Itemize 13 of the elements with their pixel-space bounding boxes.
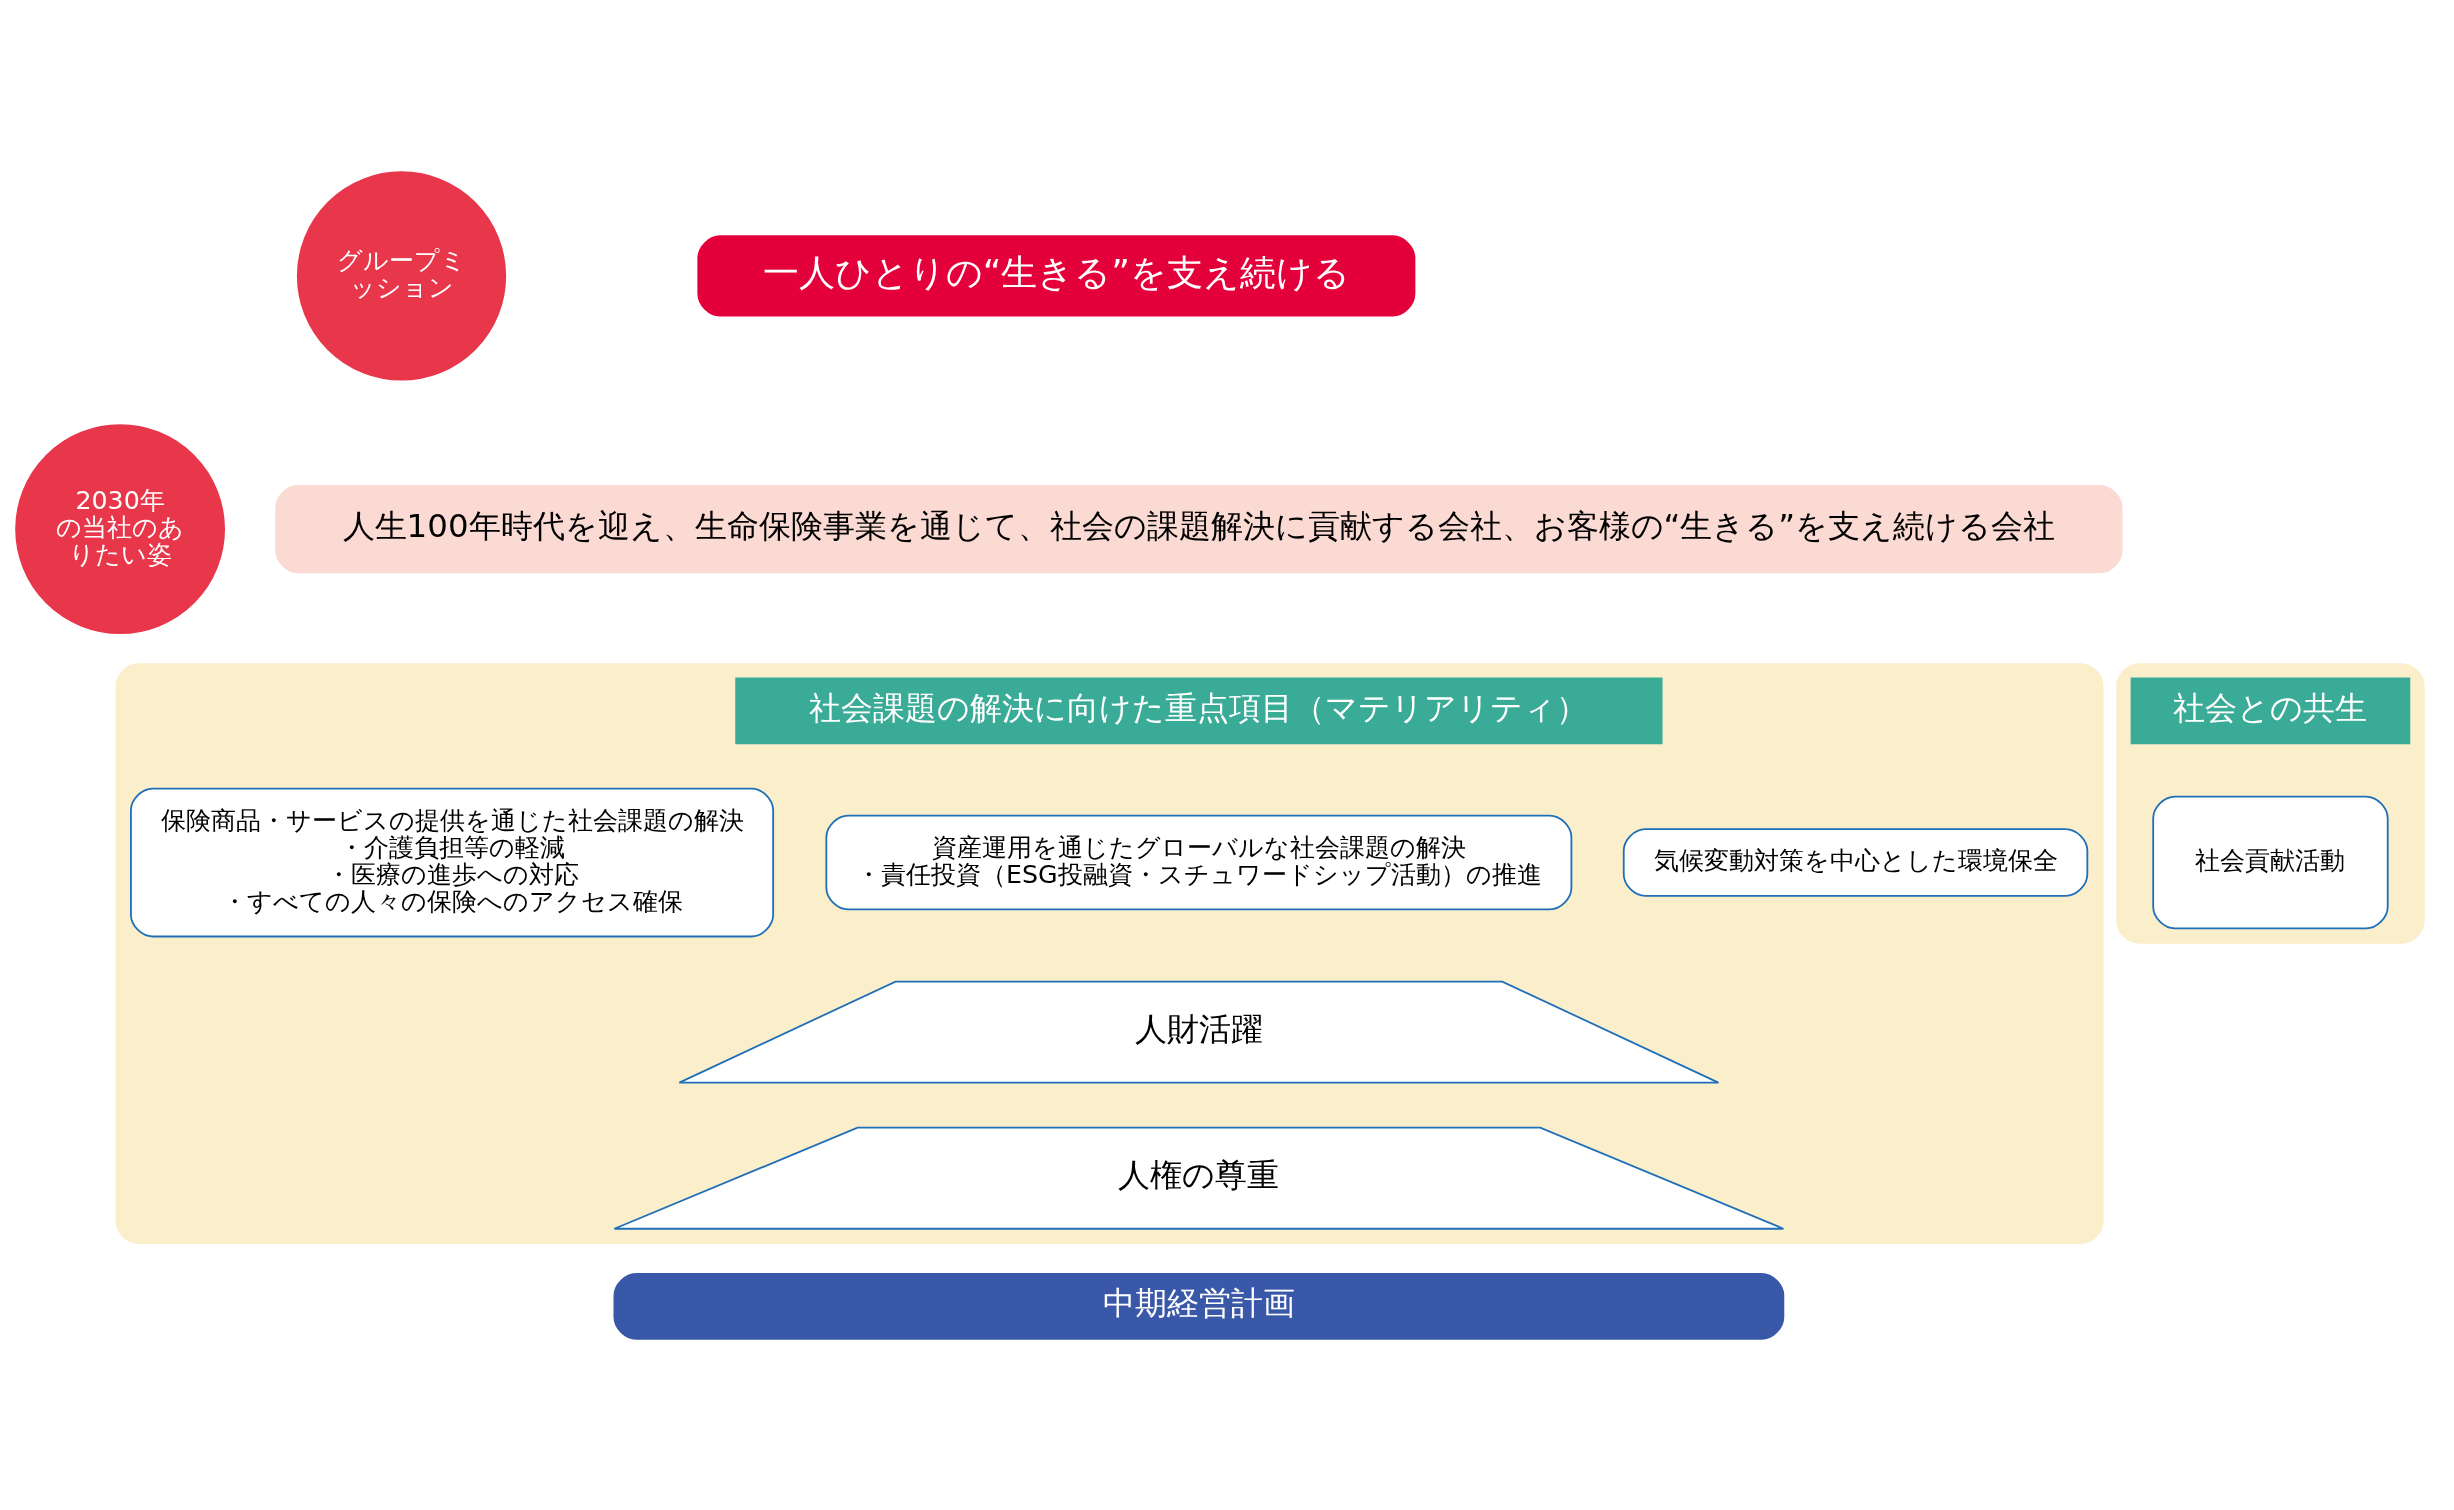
node-box: 人生100年時代を迎え、生命保険事業を通じて、社会の課題解決に貢献する会社、お客様の“生きる”を支え続ける会社 [275,484,2123,573]
node-circle: 2030年の当社のありたい姿 [15,423,225,634]
node-box: 資産運用を通じたグローバルな社会課題の解決 ・責任投資（ESG投融資・スチュワードシップ活動）の推進 [825,814,1573,910]
cluster [2116,662,2425,944]
node-box: 社会課題の解決に向けた重点項目（マテリアリティ） [735,677,1663,744]
node-box: 中期経営計画 [613,1272,1785,1340]
node-box: 気候変動対策を中心とした環境保全 [1622,827,2089,897]
node-box: 社会貢献活動 [2152,795,2389,929]
cluster [115,662,2104,1244]
node-circle: グループミッション [296,170,507,381]
node-box: 一人ひとりの“生きる”を支え続ける [697,234,1416,317]
node-box: 社会との共生 [2130,677,2411,744]
node-box: 保険商品・サービスの提供を通じた社会課題の解決 ・介護負担等の軽減 ・医療の進歩への対応 ・すべての人々の保険へのアクセス確保 [130,787,775,937]
